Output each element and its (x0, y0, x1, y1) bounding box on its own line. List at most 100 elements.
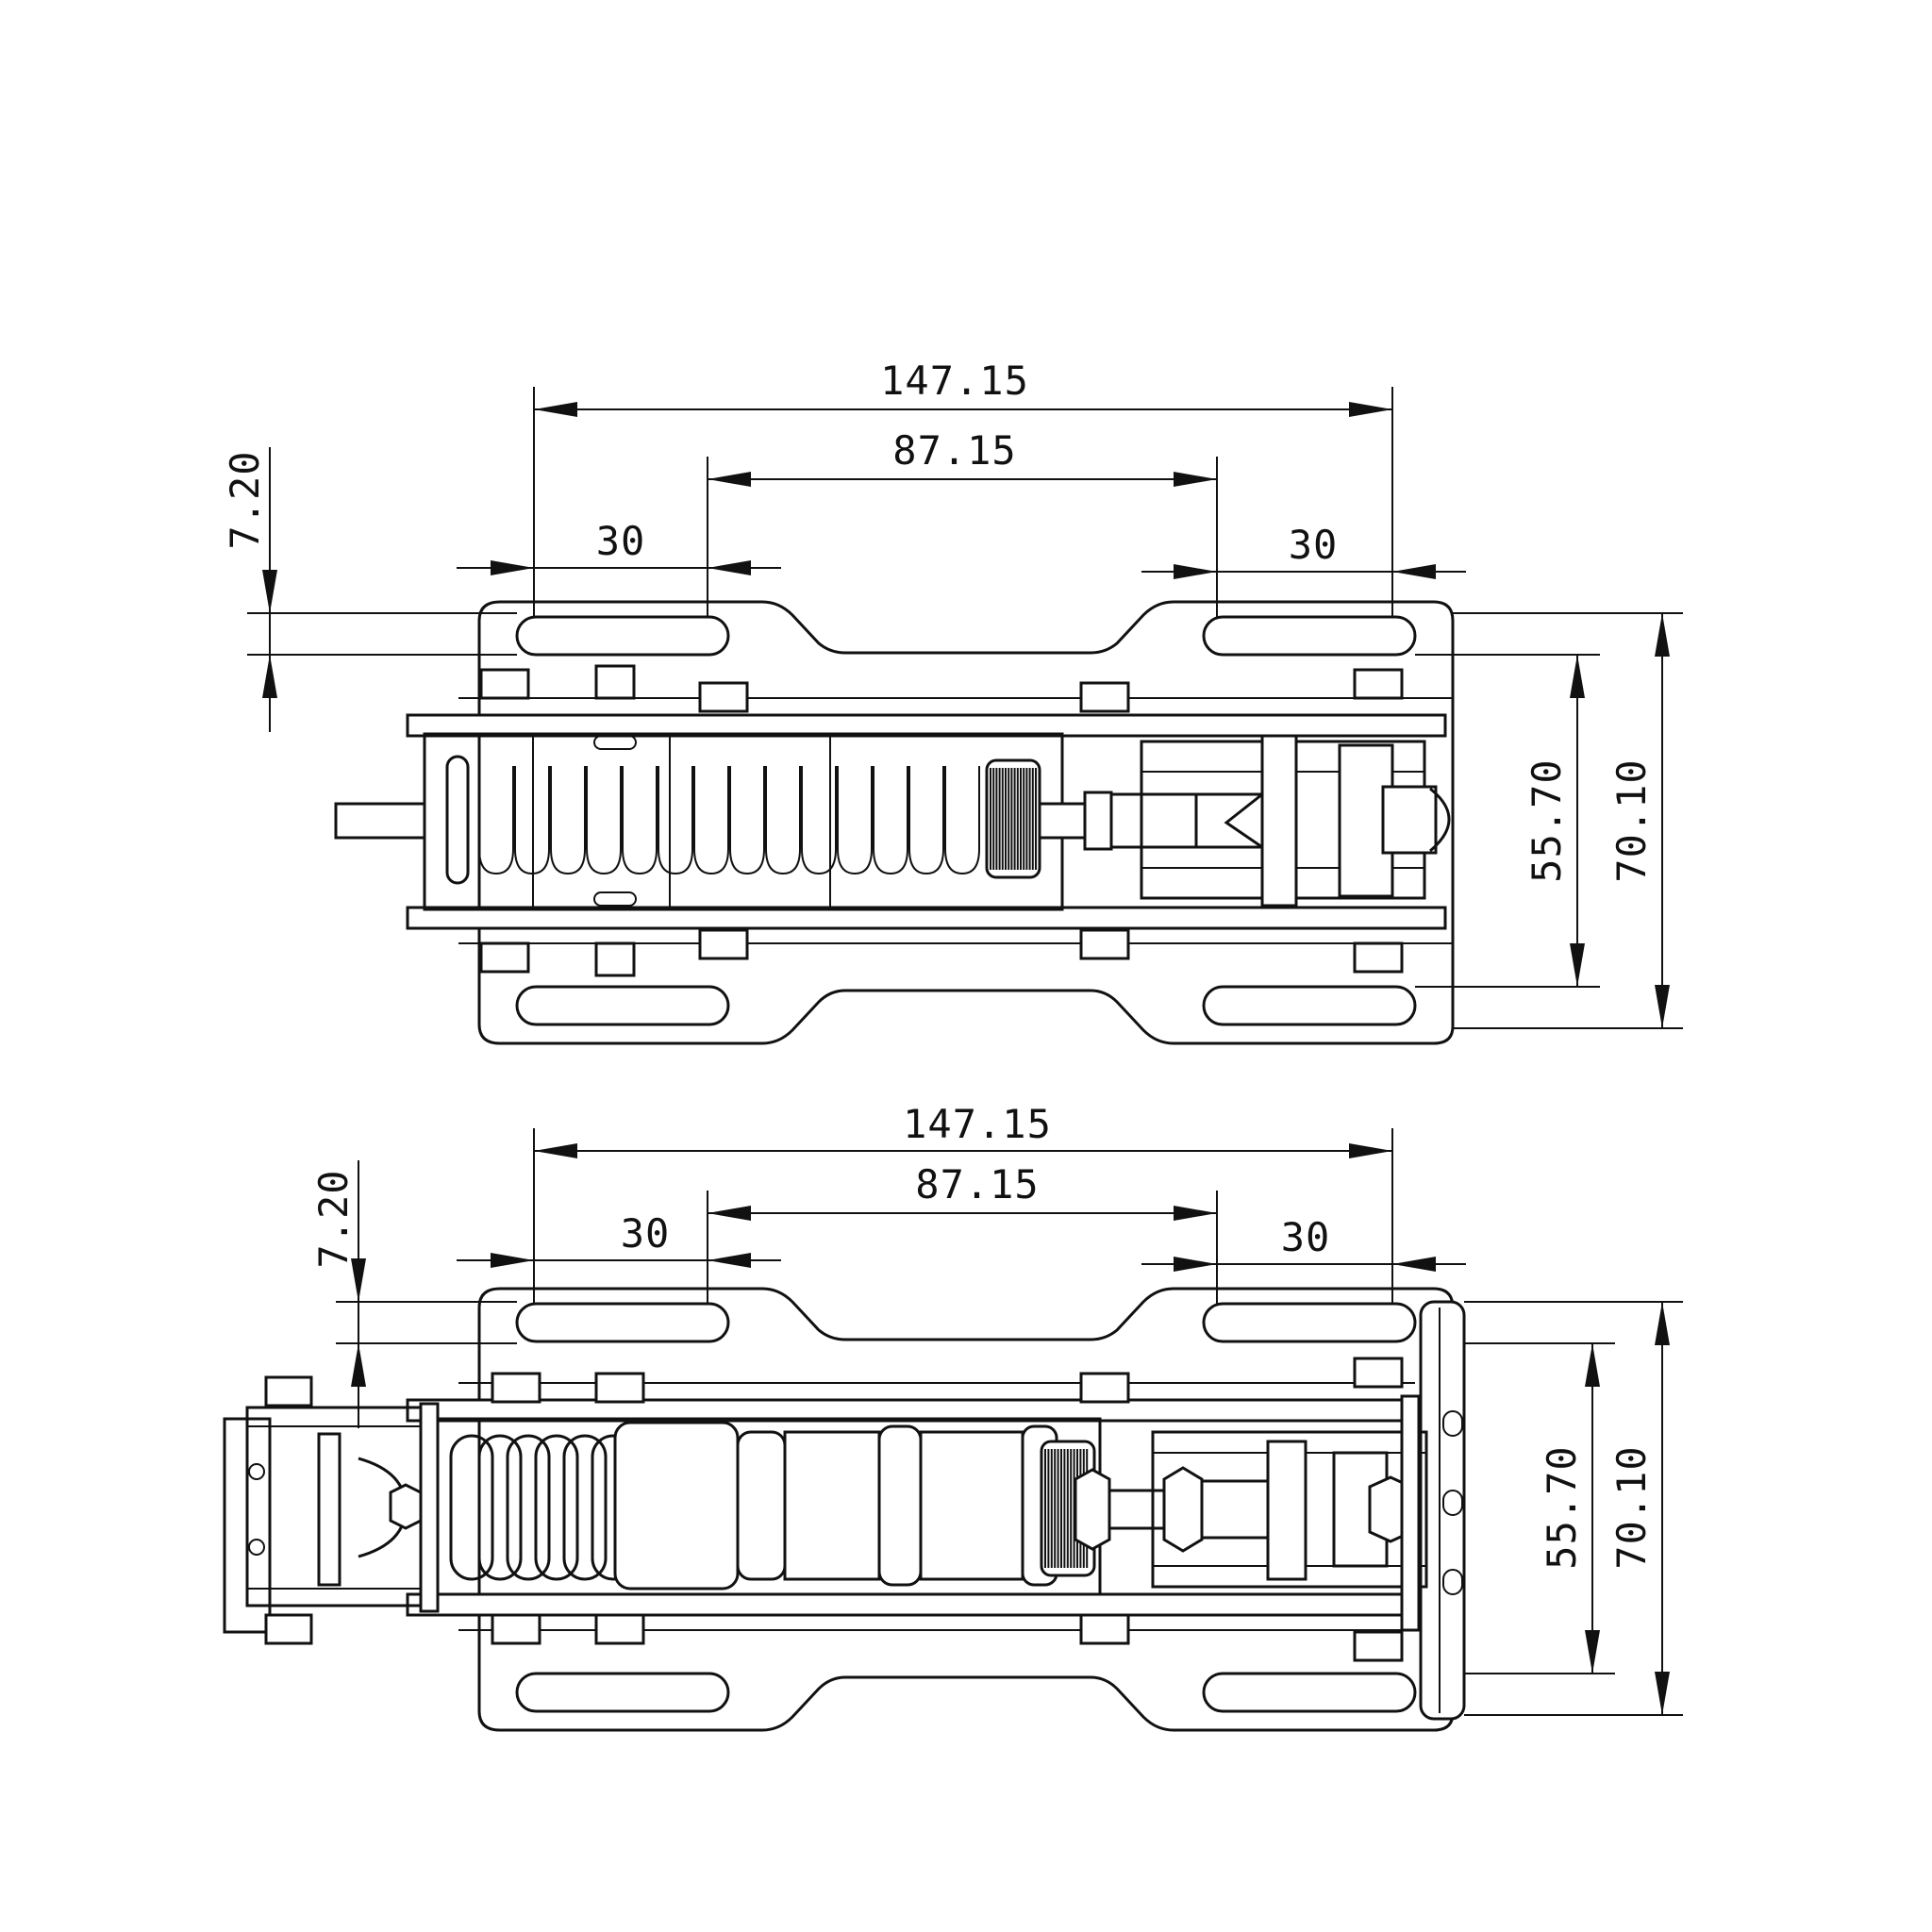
spring-coil (908, 766, 944, 875)
block (698, 681, 749, 713)
clamp-knob (1429, 787, 1451, 853)
frame-rail-top (406, 713, 1447, 738)
slot-bottom-left (515, 1672, 730, 1713)
wedge (1194, 792, 1267, 849)
coupling-nut (389, 1483, 423, 1530)
block (1353, 668, 1404, 700)
block (479, 941, 530, 974)
spring-coil (658, 766, 693, 875)
slot-top-left (515, 615, 730, 657)
spring-coil (801, 766, 837, 875)
clamp-plate (1266, 1440, 1307, 1581)
spring-coil (534, 1434, 579, 1581)
spring-coil (873, 766, 908, 875)
slot-bottom-right (1202, 1672, 1417, 1713)
spring-coil (693, 766, 729, 875)
spring-coil (477, 1434, 523, 1581)
block (594, 1372, 645, 1404)
spring-coils (445, 755, 980, 885)
hex-nut (1162, 1466, 1204, 1553)
coupling-block (317, 1432, 341, 1587)
clamp-frame (1151, 1430, 1428, 1589)
block (1353, 1357, 1404, 1389)
spring-coil (506, 1434, 551, 1581)
spring-coil (729, 766, 765, 875)
dim-87-15-bottom: 87.15 (915, 1161, 1039, 1208)
clamp-plate (1260, 734, 1298, 908)
dim-30-right-top: 30 (1289, 522, 1339, 568)
block (491, 1372, 541, 1404)
gear (985, 758, 1041, 879)
clamp-support (1400, 1394, 1421, 1632)
bolt (594, 664, 636, 700)
hex-nut (1074, 1468, 1111, 1551)
base-plate-outline (477, 1287, 1455, 1732)
spring-coil (765, 766, 801, 875)
slot-top-right (1202, 615, 1417, 657)
dimensions-top: 147.15 87.15 30 30 7.20 55.70 (222, 358, 1683, 1029)
dim-147-15-bottom: 147.15 (903, 1101, 1052, 1147)
coupling-plate (264, 1375, 313, 1407)
frame-rail-bottom (406, 906, 1447, 930)
block (594, 1613, 645, 1645)
rod-extension (1109, 792, 1198, 849)
shaft-end (334, 802, 426, 840)
end-plate (1419, 1300, 1466, 1721)
dim-55-70-top: 55.70 (1524, 758, 1570, 882)
dim-70-10-top: 70.10 (1608, 758, 1655, 882)
block (1079, 681, 1130, 713)
spring-coil (944, 766, 980, 875)
spring-coil (562, 1434, 608, 1581)
cylinder-body (783, 1430, 881, 1581)
gear-teeth (990, 768, 1037, 870)
dim-70-10-bottom: 70.10 (1608, 1445, 1655, 1569)
block (1353, 1630, 1404, 1662)
bolt (593, 891, 637, 907)
frame-rail-bottom (406, 1592, 1417, 1617)
block (698, 928, 749, 960)
dim-30-left-bottom: 30 (621, 1210, 671, 1257)
coupling-plate (264, 1613, 313, 1645)
spring-coil (622, 766, 658, 875)
block (479, 668, 530, 700)
bolt (593, 735, 637, 750)
cylinder-body (877, 1424, 923, 1587)
spring-coil (478, 766, 514, 875)
dim-55-70-bottom: 55.70 (1539, 1445, 1585, 1569)
spring-seat (445, 755, 470, 885)
spring-coil (449, 1434, 494, 1581)
view-top (334, 600, 1455, 1045)
block (1079, 1613, 1130, 1645)
dim-147-15-top: 147.15 (880, 358, 1029, 404)
block (1353, 941, 1404, 974)
dim-7-20-top: 7.20 (222, 450, 268, 549)
spring-coil (550, 766, 586, 875)
nut (1083, 791, 1113, 851)
coupling-flange (419, 1402, 440, 1613)
spring-coil (514, 766, 550, 875)
dim-87-15-top: 87.15 (892, 427, 1016, 474)
dim-7-20-bottom: 7.20 (310, 1169, 357, 1268)
slot-top-left (515, 1302, 730, 1343)
block (1079, 928, 1130, 960)
spring-coil (586, 766, 622, 875)
cylinder-body (613, 1421, 740, 1591)
dimensions-bottom: 147.15 87.15 30 30 7.20 55.70 (310, 1101, 1683, 1716)
cylinder-body (919, 1430, 1024, 1581)
spring-coil (837, 766, 873, 875)
block (1079, 1372, 1130, 1404)
slot-bottom-right (1202, 985, 1417, 1026)
slot-bottom-left (515, 985, 730, 1026)
spring-coils-compressed (449, 1434, 636, 1581)
rod-extension (1200, 1479, 1270, 1540)
dim-30-right-bottom: 30 (1281, 1214, 1331, 1260)
spring-housing (423, 732, 1064, 911)
view-bottom (223, 1287, 1466, 1732)
cylinder-body (736, 1430, 787, 1581)
clamp-nut (1381, 785, 1438, 855)
slot-top-right (1202, 1302, 1417, 1343)
bolt (594, 941, 636, 977)
dim-30-left-top: 30 (596, 518, 646, 564)
base-plate-outline (477, 600, 1455, 1045)
